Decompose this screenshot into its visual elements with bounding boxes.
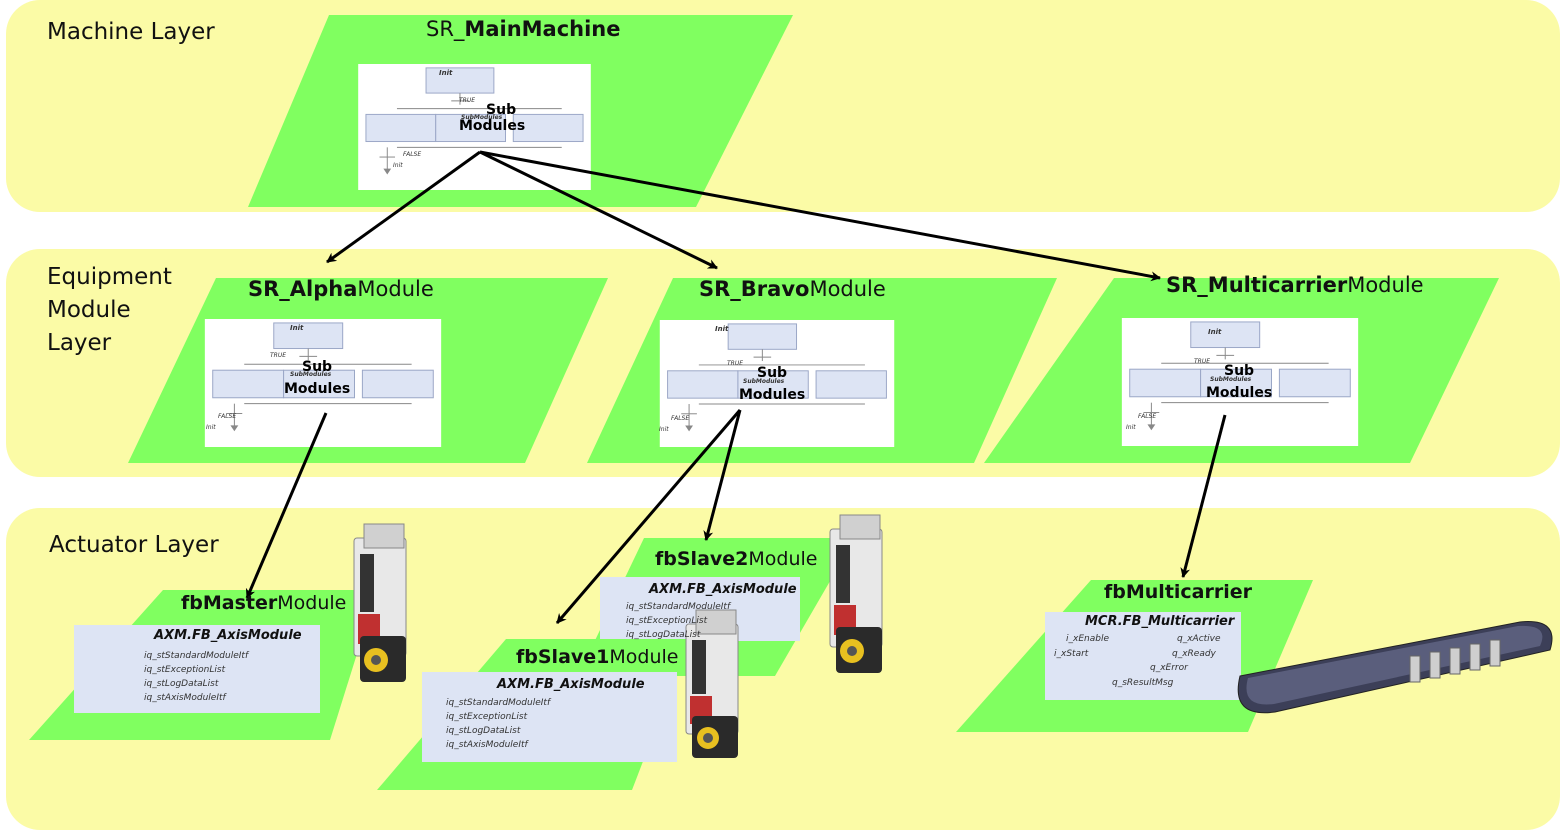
slave2-fb-param: iq_stStandardModuleItf xyxy=(626,602,731,612)
slave1-module-title-suffix: Module xyxy=(609,646,679,668)
init-jump-label: Init xyxy=(393,162,403,169)
master-fb-param: iq_stAxisModuleItf xyxy=(144,693,226,703)
slave1-fb-param: iq_stAxisModuleItf xyxy=(446,740,528,750)
slave1-module-title: fbSlave1Module xyxy=(516,646,678,668)
multicarrier-fb-output: q_sResultMsg xyxy=(1112,678,1174,688)
master-module-title: fbMasterModule xyxy=(181,592,346,614)
init-step-label: Init xyxy=(439,69,453,77)
slave2-module-title-bold: fbSlave2 xyxy=(655,548,749,570)
bravo-module-title-bold: SR_Bravo xyxy=(699,277,810,301)
init-step-label: Init xyxy=(290,324,304,332)
slave1-fb-type: AXM.FB_AxisModule xyxy=(497,677,645,692)
submodules-step-label: SubModules xyxy=(461,114,503,121)
slave2-module-title-suffix: Module xyxy=(748,548,818,570)
multicarrier-fb-output: q_xReady xyxy=(1172,649,1216,659)
sub-label: Sub xyxy=(302,359,333,375)
sub-modules-label: Sub Modules xyxy=(284,359,350,397)
master-module-title-suffix: Module xyxy=(277,592,347,614)
slave2-module-title: fbSlave2Module xyxy=(655,548,817,570)
alpha-module-title: SR_AlphaModule xyxy=(248,277,434,301)
slave2-fb-param: iq_stExceptionList xyxy=(626,616,708,626)
multicarrier-module-title: SR_MulticarrierModule xyxy=(1166,273,1424,297)
init-jump-label: Init xyxy=(659,426,669,433)
sub-label: Sub xyxy=(1224,363,1255,379)
slave1-fb-param: iq_stStandardModuleItf xyxy=(446,698,551,708)
servo-drive-icon xyxy=(353,523,407,682)
modules-label: Modules xyxy=(1206,385,1273,401)
init-step-label: Init xyxy=(715,325,729,333)
main-machine-title-prefix: SR_ xyxy=(426,17,465,41)
modules-label: Modules xyxy=(284,381,351,397)
bravo-module-title: SR_BravoModule xyxy=(699,277,886,301)
sub-modules-label: Sub Modules xyxy=(1206,363,1272,401)
servo-drive-icon xyxy=(829,514,883,673)
multicarrier-fb-output: q_xError xyxy=(1150,663,1188,673)
arrow-bravo-to-slave2 xyxy=(703,409,742,541)
slave1-fb-param: iq_stLogDataList xyxy=(446,726,521,736)
init-step-label: Init xyxy=(1208,328,1222,336)
actuator-layer-label: Actuator Layer xyxy=(49,532,219,558)
equipment-layer-label-line: Module xyxy=(47,297,131,323)
alpha-module-title-suffix: Module xyxy=(357,277,434,301)
multicarrier-fb-title-bold: fbMulticarrier xyxy=(1104,581,1253,603)
multicarrier-fb-type: MCR.FB_Multicarrier xyxy=(1085,614,1235,629)
slave2-fb-param: iq_stLogDataList xyxy=(626,630,701,640)
equipment-layer-label-line: Layer xyxy=(47,330,112,356)
main-machine-title-bold: MainMachine xyxy=(464,17,621,41)
bravo-module-title-suffix: Module xyxy=(809,277,886,301)
false-transition-label: FALSE xyxy=(218,413,237,420)
submodules-step-label: SubModules xyxy=(743,378,785,385)
master-fb-param: iq_stExceptionList xyxy=(144,665,226,675)
multicarrier-fb-input: i_xStart xyxy=(1054,649,1089,659)
bravo-step-chart: Init TRUE SubModules Sub Modules FALSE I… xyxy=(607,320,947,447)
multicarrier-step-chart: Init TRUE SubModules Sub Modules FALSE I… xyxy=(1070,318,1410,446)
modules-label: Modules xyxy=(459,118,526,134)
machine-layer-label: Machine Layer xyxy=(47,19,215,45)
init-jump-label: Init xyxy=(1126,424,1136,431)
master-fb-type: AXM.FB_AxisModule xyxy=(154,628,302,643)
slave1-fb-param: iq_stExceptionList xyxy=(446,712,528,722)
false-transition-label: FALSE xyxy=(671,415,690,422)
arrow-main-to-multicarrier xyxy=(479,150,1161,282)
arrow-alpha-to-master xyxy=(245,412,328,599)
arrow-bravo-to-slave1 xyxy=(555,409,742,624)
init-jump-label: Init xyxy=(206,424,216,431)
false-transition-label: FALSE xyxy=(1138,413,1157,420)
sub-label: Sub xyxy=(757,365,788,381)
arrow-main-to-bravo xyxy=(479,150,718,270)
alpha-step-chart: Init TRUE SubModules Sub Modules FALSE I… xyxy=(150,319,496,447)
main-machine-title: SR_MainMachine xyxy=(426,17,621,41)
master-fb-param: iq_stLogDataList xyxy=(144,679,219,689)
multicarrier-module-title-suffix: Module xyxy=(1347,273,1424,297)
equipment-layer-label-line: Equipment xyxy=(47,264,172,290)
false-transition-label: FALSE xyxy=(403,151,422,158)
arrow-multicarrier-to-fb xyxy=(1180,414,1227,578)
sub-modules-label: Sub Modules xyxy=(451,102,525,134)
multicarrier-fb-input: i_xEnable xyxy=(1066,634,1109,644)
sub-modules-label: Sub Modules xyxy=(739,365,805,403)
alpha-module-title-bold: SR_Alpha xyxy=(248,277,358,301)
true-transition-label: TRUE xyxy=(727,360,744,367)
slave2-fb-type: AXM.FB_AxisModule xyxy=(649,582,797,597)
conveyor-track-icon xyxy=(1237,621,1553,714)
multicarrier-fb-title: fbMulticarrier xyxy=(1104,581,1252,603)
true-transition-label: TRUE xyxy=(270,352,287,359)
submodules-step-label: SubModules xyxy=(1210,376,1252,383)
multicarrier-fb-output: q_xActive xyxy=(1177,634,1221,644)
master-fb-param: iq_stStandardModuleItf xyxy=(144,651,249,661)
master-module-title-bold: fbMaster xyxy=(181,592,278,614)
modules-label: Modules xyxy=(739,387,806,403)
main-step-chart: Init TRUE SubModules Sub Modules FALSE I… xyxy=(331,64,618,190)
true-transition-label: TRUE xyxy=(1194,358,1211,365)
multicarrier-module-title-bold: SR_Multicarrier xyxy=(1166,273,1348,297)
equipment-layer-label: Equipment Module Layer xyxy=(47,261,172,360)
slave1-module-title-bold: fbSlave1 xyxy=(516,646,610,668)
arrow-main-to-alpha xyxy=(326,150,481,264)
submodules-step-label: SubModules xyxy=(290,371,332,378)
servo-drive-icon xyxy=(685,609,739,758)
true-transition-label: TRUE xyxy=(459,97,476,104)
sub-label: Sub xyxy=(486,102,517,118)
